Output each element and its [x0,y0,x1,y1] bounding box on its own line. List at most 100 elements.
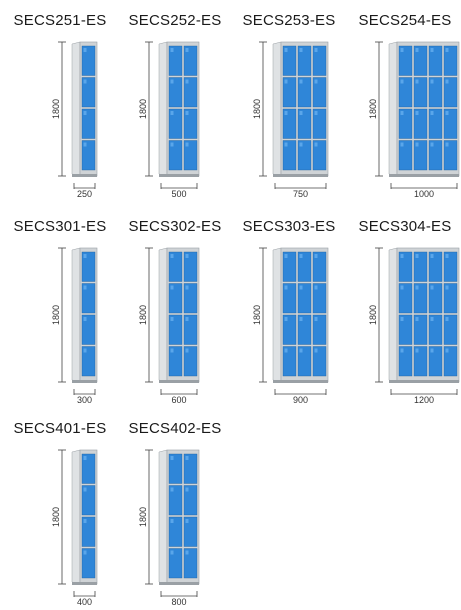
door-lock [430,254,434,258]
door-lock [430,317,434,321]
door-lock [415,111,419,115]
door-lock [83,142,87,147]
locker-door [443,346,458,377]
locker-door [428,140,443,171]
locker-door [81,45,96,76]
cabinet-plinth [159,582,199,585]
locker-door [81,516,96,547]
door-lock [170,519,174,523]
door-lock [400,111,404,115]
locker-door [168,516,183,547]
model-label: SECS252-ES [128,12,222,29]
door-lock [83,111,87,115]
height-label: 1800 [51,305,61,325]
locker-door [398,346,413,377]
locker-door [428,77,443,108]
locker-door [312,346,327,377]
locker-door [282,140,297,171]
door-lock [284,111,288,115]
door-lock [170,285,174,290]
door-lock [400,142,404,147]
locker-door [312,77,327,108]
door-lock [430,285,434,290]
cabinet-plinth [159,380,199,383]
door-lock [415,79,419,84]
locker-door [297,251,312,282]
door-lock [185,285,189,290]
locker-door [443,77,458,108]
door-lock [170,111,174,115]
cabinet-plinth [389,380,459,383]
locker-door [81,548,96,579]
door-lock [445,111,449,115]
locker-door [183,314,198,345]
locker-door [168,140,183,171]
door-lock [83,48,87,52]
model-label: SECS304-ES [358,218,452,235]
height-label: 1800 [51,507,61,527]
locker-door [413,140,428,171]
door-lock [430,48,434,52]
door-lock [185,111,189,115]
locker-door [183,453,198,484]
locker-door [168,77,183,108]
locker-door [183,516,198,547]
door-lock [430,79,434,84]
locker-door [428,45,443,76]
locker-door [312,45,327,76]
locker-door [443,108,458,139]
door-lock [400,348,404,353]
model-label: SECS402-ES [128,420,222,437]
door-lock [185,48,189,52]
door-lock [400,254,404,258]
locker-door [428,251,443,282]
locker-door [81,108,96,139]
locker-door [282,45,297,76]
door-lock [284,317,288,321]
locker-door [443,314,458,345]
cabinet-side [71,41,81,177]
locker-door [413,108,428,139]
locker-door [312,251,327,282]
door-lock [445,285,449,290]
locker-door [443,140,458,171]
locker-door [183,283,198,314]
cabinet-plinth [72,380,97,383]
locker-door [398,45,413,76]
locker-door [443,283,458,314]
height-label: 1800 [138,507,148,527]
width-label: 300 [77,395,92,405]
cabinet-side [71,247,81,383]
height-label: 1800 [51,99,61,119]
door-lock [445,48,449,52]
door-lock [299,79,303,84]
door-lock [314,285,318,290]
locker-door [428,108,443,139]
locker-drawing: 1800 300 [51,247,98,405]
door-lock [83,348,87,353]
locker-door [183,140,198,171]
door-lock [170,348,174,353]
locker-door [168,346,183,377]
locker-door [297,314,312,345]
door-lock [314,317,318,321]
locker-door [183,485,198,516]
model-label: SECS301-ES [13,218,107,235]
locker-door [443,251,458,282]
door-lock [415,348,419,353]
door-lock [445,254,449,258]
door-lock [170,550,174,555]
door-lock [400,317,404,321]
cabinet-side [158,449,168,585]
cabinet-side [388,247,398,383]
locker-door [398,314,413,345]
